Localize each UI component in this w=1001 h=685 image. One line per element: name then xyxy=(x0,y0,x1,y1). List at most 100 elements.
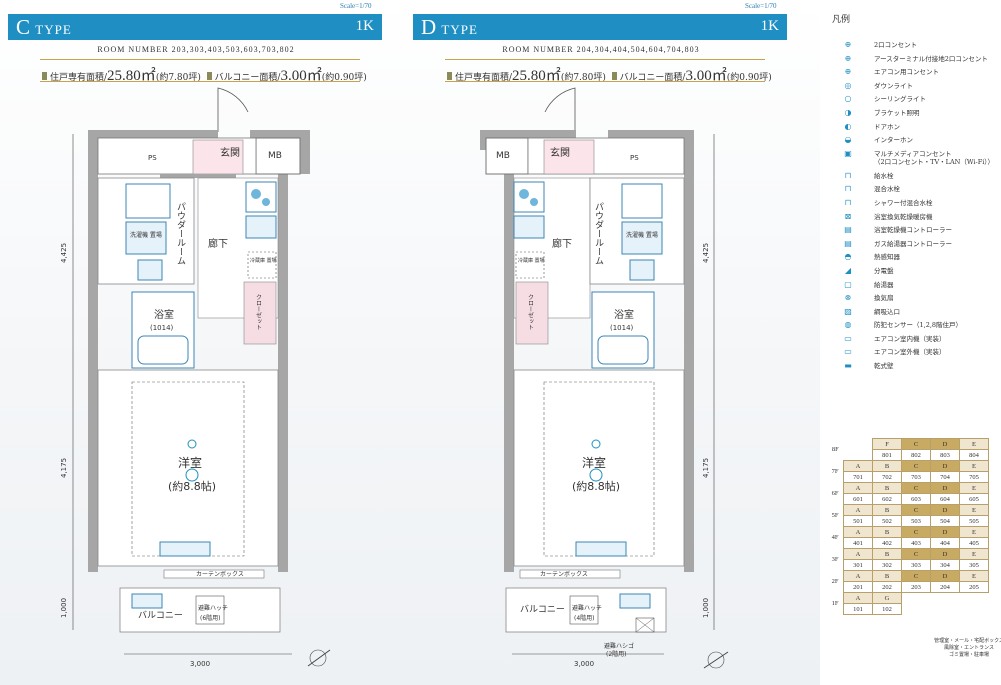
closet-label: クローゼット xyxy=(527,294,534,330)
legend-label: 防犯センサー（1,2,8階住戸） xyxy=(874,321,963,330)
room-number-cell: 701 xyxy=(843,471,873,483)
dim-upper: 4,425 xyxy=(60,243,68,263)
room-number-cell: 801 xyxy=(872,449,902,461)
room-number-cell: 704 xyxy=(930,471,960,483)
dim-lower: 4,175 xyxy=(702,458,710,478)
room-number-cell: 404 xyxy=(930,537,960,549)
unit-type-cell: E xyxy=(959,504,989,516)
legend-item: ⊠浴室換気乾燥暖房機 xyxy=(830,212,1000,226)
earth-outlet-icon: ⊕ xyxy=(844,53,852,63)
legend-label: シーリングライト xyxy=(874,95,926,104)
outlet-2-icon: ⊕ xyxy=(844,40,852,49)
dim-balcony: 1,000 xyxy=(60,598,68,618)
room-number-list: ROOM NUMBER 204,304,404,504,604,704,803 xyxy=(502,45,700,54)
legend-label: エアコン室外機（実装） xyxy=(874,348,946,357)
unit-type-cell: D xyxy=(930,460,960,472)
legend-item: ◐ドアホン xyxy=(830,122,1000,136)
room-number-cell: 201 xyxy=(843,581,873,593)
room-number-cell: 405 xyxy=(959,537,989,549)
unit-type-cell xyxy=(902,593,931,604)
doorphone-icon: ◐ xyxy=(844,121,852,131)
unit-type-cell xyxy=(960,593,989,604)
unit-type-cell: A xyxy=(843,570,873,582)
ps-label: PS xyxy=(148,154,157,162)
type-header-c: C TYPE 1K xyxy=(8,14,382,40)
bath-dryer-controller-icon: ▤ xyxy=(844,225,852,235)
unit-type-cell: A xyxy=(843,526,873,538)
room-number-cell: 802 xyxy=(901,449,931,461)
balcony-label: バルコニー xyxy=(520,604,565,615)
legend-label: 2口コンセント xyxy=(874,41,918,49)
room-number-cell: 504 xyxy=(930,515,960,527)
unit-type-cell: C xyxy=(901,570,931,582)
scale-label: Scale=1/70 xyxy=(340,2,372,10)
hall-label: 廊下 xyxy=(552,237,572,250)
curtain-box-label: カーテンボックス xyxy=(540,570,588,578)
legend-item: ▢給湯器 xyxy=(830,280,1000,294)
unit-type-cell: F xyxy=(872,438,902,450)
area-info: 住戸専有面積/25.80㎡(約7.80坪) バルコニー面積/3.00㎡(約0.9… xyxy=(42,64,367,85)
room-number-cell: 501 xyxy=(843,515,873,527)
legend-item: ▤ガス給湯器コントローラー xyxy=(830,239,1000,253)
legend-label: ブラケット照明 xyxy=(874,108,920,117)
legend-label: 浴室換気乾燥暖房機 xyxy=(874,212,933,221)
floor-plan-d: MB 玄関 PS 廊下 冷蔵庫 置場 クローゼット 洗濯機 置場 パウダールーム… xyxy=(480,87,729,669)
legend-item: ▤浴室乾燥機コントローラー xyxy=(830,225,1000,239)
layout-label: 1K xyxy=(355,18,374,34)
fridge-label: 冷蔵庫 置場 xyxy=(250,257,277,264)
legend-label: 混合水栓 xyxy=(874,185,900,194)
unit-type-cell: B xyxy=(872,482,902,494)
bath-label: 浴室 xyxy=(614,308,634,321)
hatch-label: 避難ハッチ xyxy=(572,604,602,612)
legend-title: 凡例 xyxy=(832,15,851,25)
divider xyxy=(40,59,360,60)
unit-type-cell: E xyxy=(959,482,989,494)
legend-label: 給湯器 xyxy=(874,280,894,289)
area-info: 住戸専有面積/25.80㎡(約7.80坪) バルコニー面積/3.00㎡(約0.9… xyxy=(447,64,772,85)
drywall-icon: ▬ xyxy=(844,361,852,371)
unit-type-cell xyxy=(844,439,873,450)
legend-item: ○シーリングライト xyxy=(830,94,1000,108)
unit-type-cell: B xyxy=(872,460,902,472)
legend-item: ▣マルチメディアコンセント （2口コンセント・TV・LAN（Wi-Fi）） xyxy=(830,149,1000,171)
room-number-cell: 302 xyxy=(872,559,902,571)
legend-label: 給水栓 xyxy=(874,171,894,180)
room-number-cell xyxy=(931,604,960,615)
legend-label: エアコン室内機（実装） xyxy=(874,334,946,343)
divider xyxy=(445,81,765,82)
room-number-cell: 703 xyxy=(901,471,931,483)
room-number-cell: 202 xyxy=(872,581,902,593)
air-inlet-icon: ▨ xyxy=(844,306,852,316)
wall xyxy=(88,130,98,572)
floor-label: 4F xyxy=(831,534,839,541)
room-number-cell: 403 xyxy=(901,537,931,549)
legend-item: ◍防犯センサー（1,2,8階住戸） xyxy=(830,320,1000,334)
room-number-cell: 804 xyxy=(959,449,989,461)
legend-label: 綱吸込口 xyxy=(874,307,900,316)
dim-balcony: 1,000 xyxy=(702,598,710,618)
room-number-cell: 102 xyxy=(872,603,902,615)
unit-type-cell: D xyxy=(930,548,960,560)
floor-label: 1F xyxy=(831,600,839,607)
legend-label: ダウンライト xyxy=(874,81,913,90)
room-number-cell: 502 xyxy=(872,515,902,527)
unit-type-cell xyxy=(931,593,960,604)
room-number-cell: 401 xyxy=(843,537,873,549)
legend-item: ⊓給水栓 xyxy=(830,171,1000,185)
unit-type-cell: G xyxy=(872,592,902,604)
unit-type-cell: D xyxy=(930,526,960,538)
unit-type-cell: E xyxy=(959,438,989,450)
room-number-cell: 605 xyxy=(959,493,989,505)
legend-item: ⊕アースターミナル付接地2口コンセント xyxy=(830,54,1000,68)
room-number-cell: 305 xyxy=(959,559,989,571)
room-number-cell: 101 xyxy=(843,603,873,615)
unit-type-cell: A xyxy=(843,504,873,516)
room-number-cell: 402 xyxy=(872,537,902,549)
unit-type-cell: A xyxy=(843,482,873,494)
hall-label: 廊下 xyxy=(208,237,228,250)
unit-type-cell: D xyxy=(930,570,960,582)
legend-label: マルチメディアコンセント （2口コンセント・TV・LAN（Wi-Fi）） xyxy=(874,149,995,166)
mb-label: MB xyxy=(496,151,510,161)
entry-label: 玄関 xyxy=(550,146,570,159)
